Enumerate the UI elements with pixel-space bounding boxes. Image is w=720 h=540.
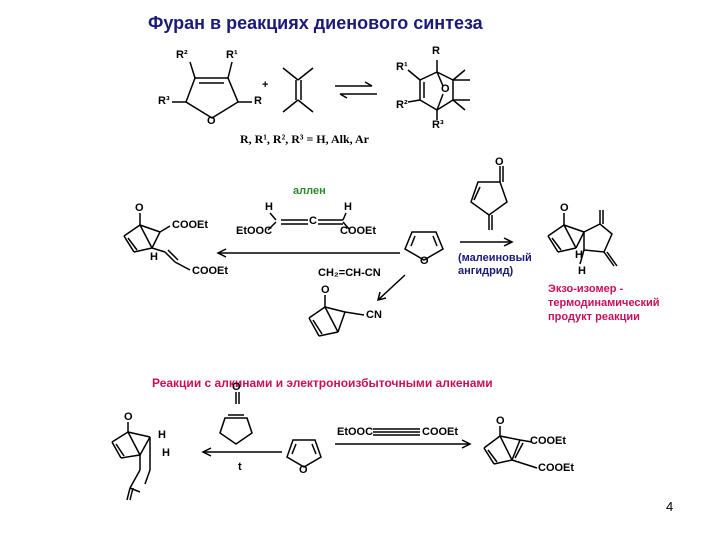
anhydride-adduct-h-top: H [575,249,583,261]
exo-note-3: продукт реакции [548,311,640,323]
allene-h-right: H [344,201,352,213]
product-r3-label: R³ [432,119,444,131]
furan-r3-label: R³ [158,95,170,107]
allene-h-left: H [265,201,273,213]
alkyne-cooet: COOEt [422,426,459,438]
allene-c: C [309,215,317,227]
carbonate-o-top: O [232,381,241,393]
product-r2-label: R² [396,99,408,111]
t-label: t [238,461,242,473]
furan-bottom-o: O [299,464,308,476]
alkyne-arrow [335,439,472,449]
carbonate-adduct-o: O [124,411,133,423]
substituted-furan [172,61,252,119]
alkyne-adduct [483,426,538,469]
anhydride-o-top: O [495,156,504,168]
furan-central-o: O [420,255,429,267]
maleic-label-1: (малеиновый [458,252,532,264]
vinylene-carbonate [219,392,253,445]
slide-title: Фуран в реакциях диенового синтеза [148,13,483,33]
substituents-note: R, R¹, R², R³ = H, Alk, Ar [240,132,369,146]
allene-arrow [216,248,400,258]
alkene [282,67,314,113]
furan-o-label: O [207,115,216,127]
furan-central [404,231,444,261]
furan-r2-label: R² [176,49,188,61]
maleic-anhydride [470,166,508,230]
exo-note-1: Экзо-изомер - [548,283,624,295]
product-r-label: R [432,45,440,57]
equilibrium-arrows [335,81,377,99]
plus-sign: + [262,79,269,91]
anhydride-adduct [547,210,618,267]
product-o-label: O [441,83,450,95]
cyano-adduct-cn: CN [366,309,382,321]
allene-adduct-cooet-top: COOEt [172,219,209,231]
cyano-adduct-o: O [321,284,330,296]
anhydride-adduct-h-bottom: H [578,265,586,277]
allene-adduct-h: H [150,251,158,263]
cyano-adduct [308,295,365,337]
allene-adduct [123,213,191,271]
alkyne-adduct-cooet-top: COOEt [530,435,567,447]
alkyne-adduct-o: O [496,415,505,427]
page-number: 4 [666,499,674,514]
furan-bottom [286,439,322,468]
allene-cooet: COOEt [340,225,377,237]
section3-heading: Реакции с алкинами и электроноизбыточным… [152,376,493,390]
maleic-label-2: ангидрид) [458,265,514,277]
allene-structure [267,212,351,231]
alkyne-adduct-cooet-bottom: COOEt [538,462,575,474]
carbonate-adduct-h-bottom: H [162,447,170,459]
acrylonitrile-arrow [376,274,406,302]
alkyne-etooc: EtOOC [337,426,374,438]
carbonate-arrow [201,447,282,457]
anhydride-adduct-o: O [560,202,569,214]
oxabicyclic-product [407,60,470,120]
furan-r-label: R [254,95,262,107]
furan-r1-label: R¹ [226,49,238,61]
allene-adduct-o: O [135,202,144,214]
allene-adduct-cooet-bottom: COOEt [192,265,229,277]
alkyne-diester [373,428,420,436]
acrylonitrile-label: CH₂=CH-CN [318,267,381,279]
maleic-arrow [460,237,514,247]
allene-etooc: EtOOC [236,225,273,237]
carbonate-adduct [111,422,151,501]
exo-note-2: термодинамический [548,297,660,309]
product-r1-label: R¹ [396,61,408,73]
allene-label: аллен [293,185,326,197]
carbonate-adduct-h-top: H [158,429,166,441]
